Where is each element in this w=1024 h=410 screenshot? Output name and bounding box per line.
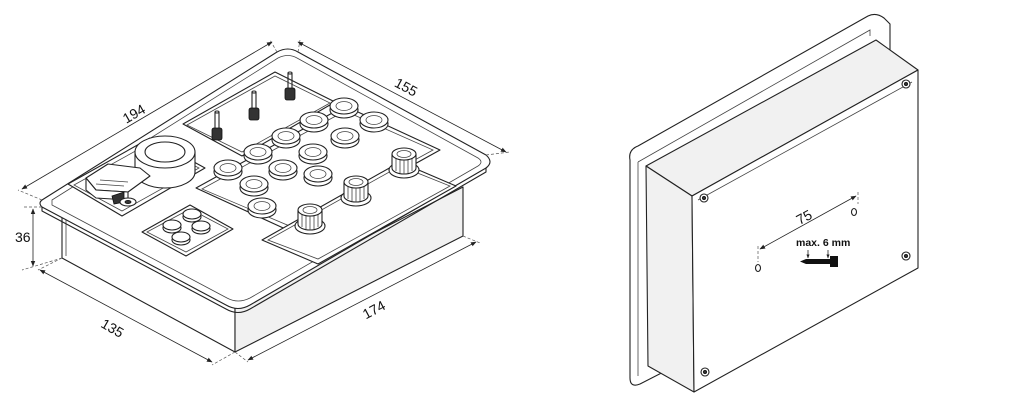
dim-label-155: 155	[392, 74, 420, 99]
push-button[interactable]	[243, 143, 273, 165]
rear-housing	[645, 39, 919, 393]
dimension-36: 36	[15, 206, 63, 271]
push-button[interactable]	[303, 165, 333, 187]
push-button[interactable]	[239, 175, 269, 197]
push-button[interactable]	[299, 111, 329, 133]
dim-label-135: 135	[98, 315, 126, 341]
dim-label-75: 75	[793, 206, 814, 228]
rear-screw-1	[901, 79, 911, 89]
rotary-knob-3[interactable]	[388, 147, 420, 179]
push-button[interactable]	[271, 127, 301, 149]
rear-view: 75 max. 6 mm	[629, 13, 919, 393]
push-button-small-3[interactable]	[171, 231, 191, 246]
push-button-small-1[interactable]	[162, 219, 182, 234]
push-button-small-4[interactable]	[191, 220, 211, 235]
dim-label-194: 194	[120, 101, 148, 127]
push-button[interactable]	[329, 97, 359, 119]
rear-screw-2	[699, 193, 709, 203]
dimension-75: 75	[757, 192, 859, 262]
push-button[interactable]	[213, 159, 243, 181]
push-button[interactable]	[268, 159, 298, 181]
push-button[interactable]	[298, 143, 328, 165]
rear-screw-4	[700, 367, 710, 377]
push-button-small-2[interactable]	[182, 208, 202, 223]
rotary-knob-1[interactable]	[294, 203, 326, 235]
rotary-knob-2[interactable]	[340, 175, 372, 207]
four-button-recess	[141, 204, 234, 257]
screw-icon	[800, 256, 838, 267]
mounting-hole-2	[754, 263, 762, 273]
push-button[interactable]	[247, 197, 277, 219]
push-button[interactable]	[330, 127, 360, 149]
mounting-hole-1	[850, 207, 858, 217]
toggle-switch-3[interactable]	[284, 71, 296, 101]
dim-label-174: 174	[360, 297, 388, 322]
push-button[interactable]	[359, 111, 389, 133]
screw-length-note: max. 6 mm	[796, 237, 850, 267]
isometric-panel-view: 194 155 36 135 174	[15, 39, 511, 366]
rear-screw-3	[901, 251, 911, 261]
screw-length-label: max. 6 mm	[796, 237, 850, 249]
dim-label-36: 36	[15, 229, 31, 245]
